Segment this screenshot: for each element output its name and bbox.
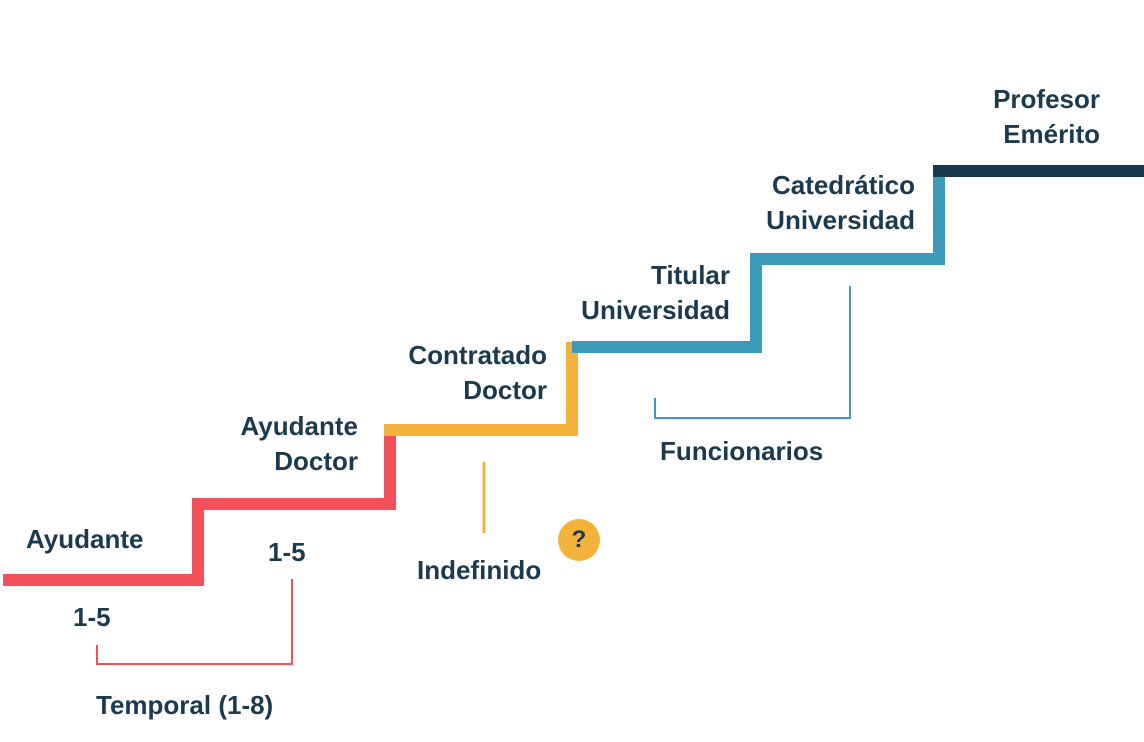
- bracket-funcionarios: [654, 286, 851, 419]
- step-titular-line1: Titular: [651, 260, 730, 290]
- step-line-indefinido: [384, 342, 578, 436]
- step-line-temporal: [3, 428, 396, 586]
- question-icon: ?: [558, 519, 600, 561]
- step-ayudante-doctor-line1: Ayudante: [240, 411, 359, 441]
- group-label-indefinido: Indefinido: [417, 555, 542, 585]
- group-label-funcionarios: Funcionarios: [660, 436, 824, 466]
- step-emerito-line2: Emérito: [1003, 119, 1100, 149]
- group-label-temporal: Temporal (1-8): [96, 690, 274, 720]
- step-ayudante-doctor-line2: Doctor: [274, 446, 358, 476]
- step-emerito-line1: Profesor: [993, 84, 1100, 114]
- step-label-catedratico-universidad: Catedrático Universidad: [766, 168, 915, 238]
- duration-ayudante: 1-5: [73, 602, 111, 632]
- step-catedratico-line1: Catedrático: [771, 170, 915, 200]
- step-label-contratado-doctor: Contratado Doctor: [408, 338, 547, 408]
- duration-ayudante-doctor: 1-5: [268, 537, 306, 567]
- step-titular-line2: Universidad: [581, 295, 730, 325]
- step-label-titular-universidad: Titular Universidad: [581, 258, 730, 328]
- step-contratado-doctor-line1: Contratado: [408, 340, 547, 370]
- step-ayudante-text: Ayudante: [26, 524, 144, 554]
- step-line-funcionarios: [572, 170, 945, 353]
- step-contratado-doctor-line2: Doctor: [463, 375, 547, 405]
- step-catedratico-line2: Universidad: [766, 205, 915, 235]
- bracket-temporal: [96, 579, 293, 665]
- step-label-ayudante: Ayudante: [26, 522, 144, 557]
- step-label-profesor-emerito: Profesor Emérito: [993, 82, 1100, 152]
- step-label-ayudante-doctor: Ayudante Doctor: [241, 409, 359, 479]
